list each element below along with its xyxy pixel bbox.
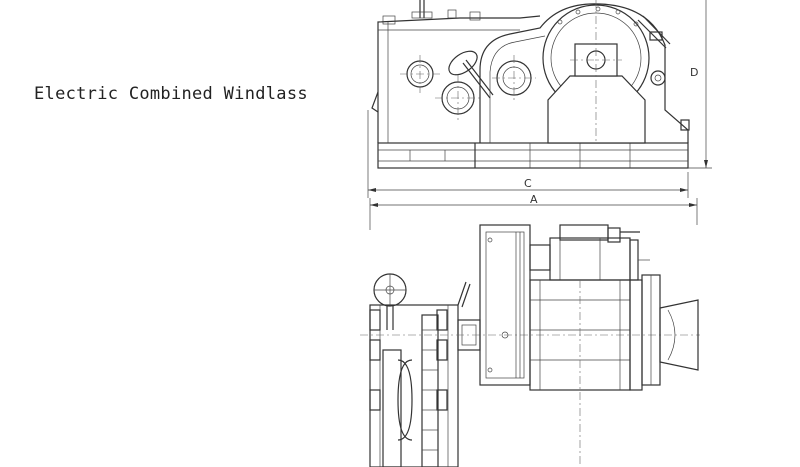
plan-view bbox=[360, 198, 700, 467]
side-elevation bbox=[367, 0, 712, 198]
drawing-title: Electric Combined Windlass bbox=[34, 84, 308, 104]
dimension-d-label: D bbox=[690, 66, 698, 79]
dimension-a-label: A bbox=[530, 193, 538, 206]
dimension-c-label: C bbox=[524, 177, 532, 190]
